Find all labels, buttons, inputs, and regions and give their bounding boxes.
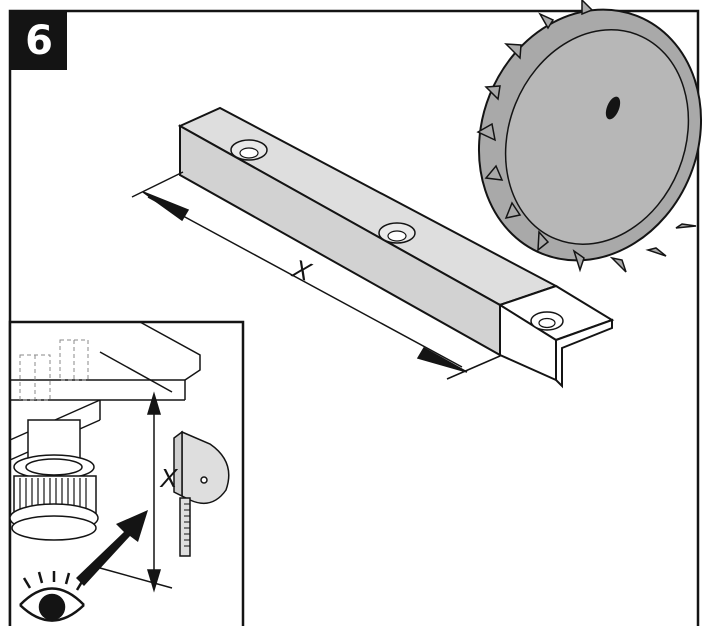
screw-hole bbox=[378, 222, 416, 244]
dimension-line-main bbox=[131, 171, 501, 380]
adjustable-foot bbox=[9, 475, 99, 541]
eye-icon bbox=[19, 571, 85, 622]
gauge-icon bbox=[173, 430, 230, 557]
dimension-label-x-inset: X bbox=[160, 463, 178, 493]
metal-bracket bbox=[497, 284, 615, 389]
step-number-badge: 6 bbox=[11, 12, 67, 70]
screw-hole bbox=[230, 139, 268, 161]
dimension-line-inset bbox=[99, 351, 173, 593]
inset-panel bbox=[8, 320, 245, 626]
saw-blade-icon bbox=[476, 0, 703, 273]
arrow-icon bbox=[76, 510, 148, 586]
